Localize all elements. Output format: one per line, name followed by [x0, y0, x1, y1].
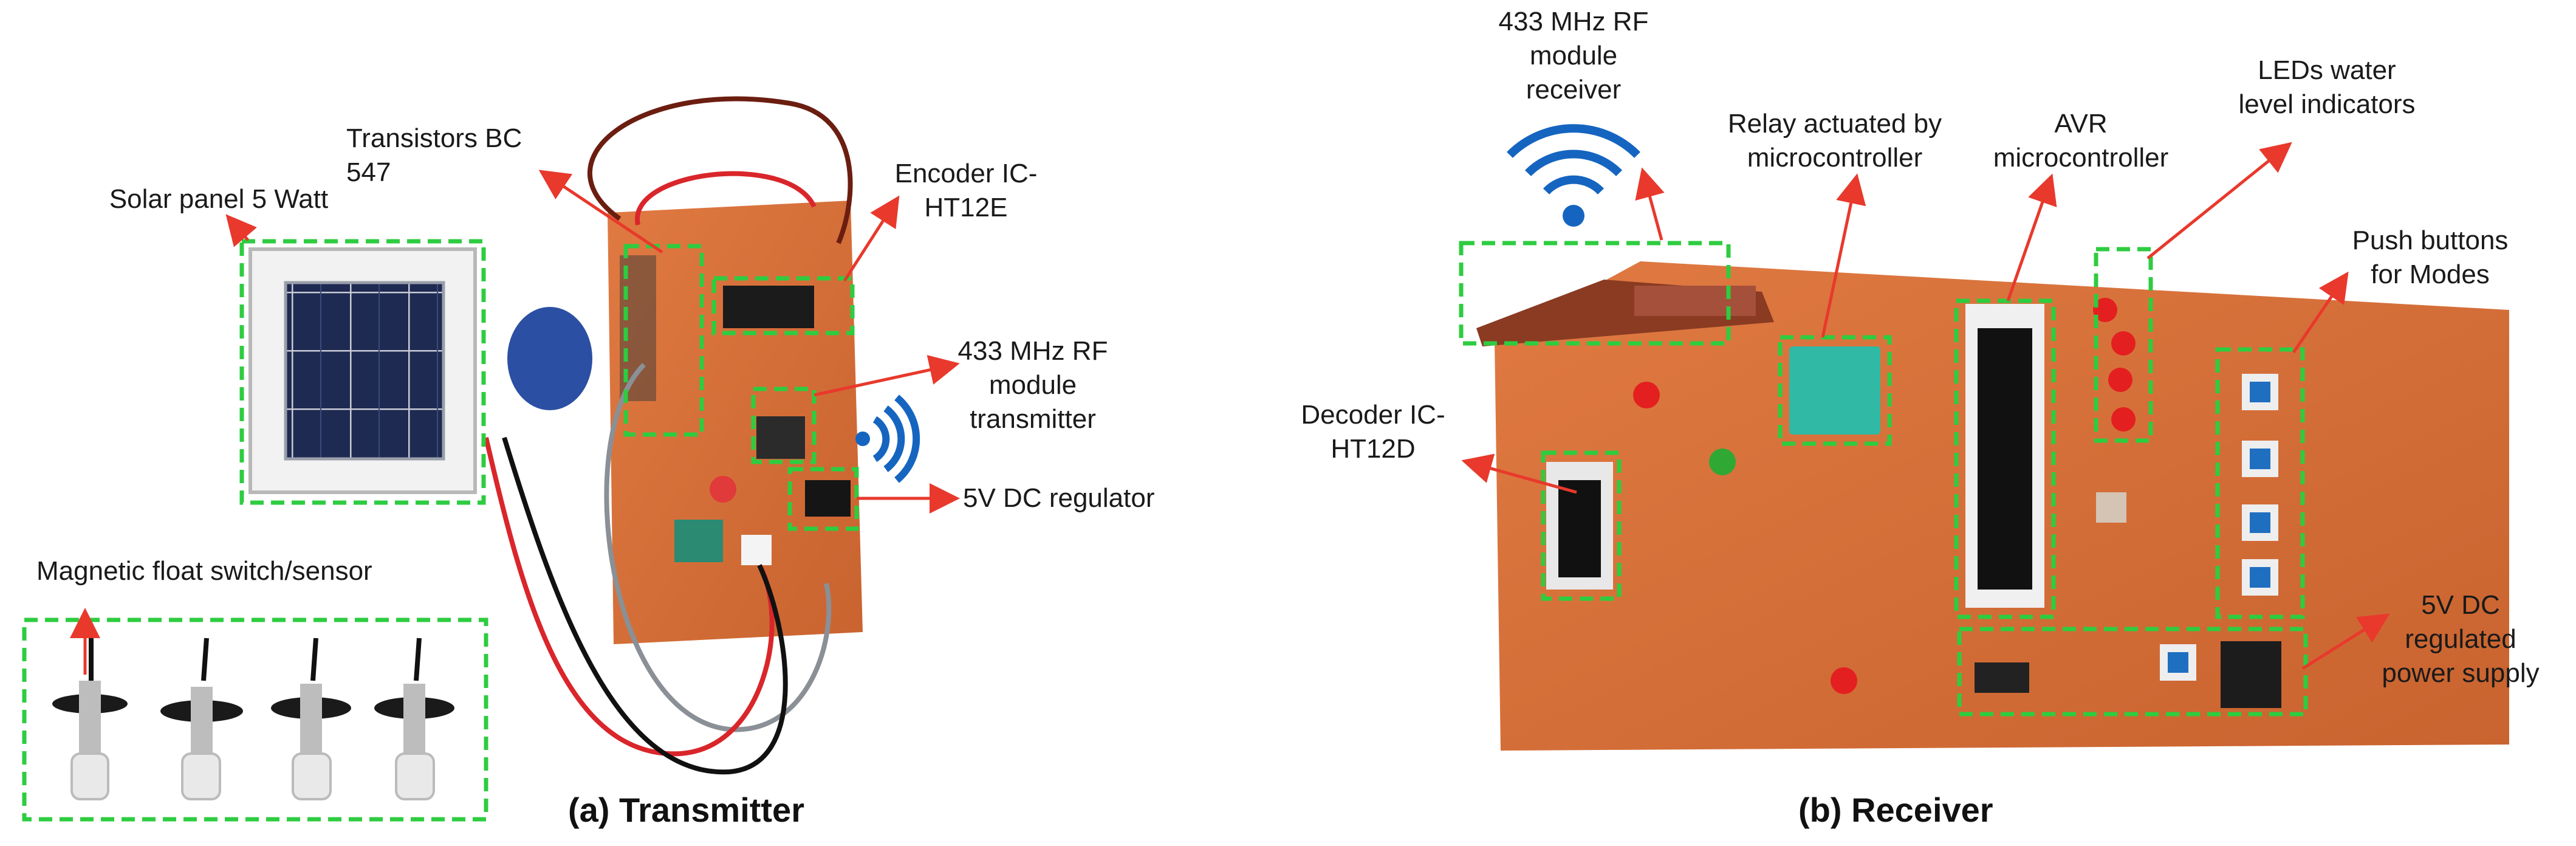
avr-box [1954, 298, 2056, 619]
regulator-label: 5V DC regulator [963, 483, 1155, 513]
avr-chip-image [1965, 304, 2044, 608]
power-supply-box [1957, 627, 2308, 717]
transistors-label: Transistors BC 547 [346, 123, 522, 187]
wifi-receive-icon [1507, 124, 1640, 227]
leds-label: LEDs water level indicators [2238, 55, 2416, 119]
green-led [1709, 449, 1736, 475]
rf-transmitter-arrow [814, 355, 960, 397]
rf-receiver-arrow [1635, 167, 1665, 241]
rf-transmitter-box [751, 387, 817, 464]
float-switch-images [52, 638, 454, 800]
solar-panel-arrow [225, 214, 258, 247]
transistors-box [623, 244, 704, 437]
encoder-box [711, 276, 855, 335]
leds-arrow [2146, 142, 2292, 260]
transmitter-wires [484, 96, 853, 775]
transmitter-photo [22, 96, 960, 822]
leds-box [2094, 247, 2153, 443]
float-switch-3 [271, 638, 351, 800]
indicator-leds [1633, 298, 2136, 694]
rf-transmitter-label: 433 MHz RF module transmitter [957, 336, 1108, 434]
avr-arrow [2006, 173, 2057, 301]
power-supply-parts [1975, 492, 2281, 708]
transistors-arrow [538, 170, 663, 254]
relay-arrow [1821, 173, 1866, 338]
regulator-box [787, 467, 859, 531]
relay-label: Relay actuated by microcontroller [1727, 109, 1942, 173]
avr-label: AVR microcontroller [1993, 109, 2169, 173]
float-switch-4 [374, 638, 454, 800]
receiver-caption: (b) Receiver [1798, 791, 1993, 829]
power-supply-label: 5V DC regulated power supply [2382, 590, 2540, 688]
rf-receiver-module [1476, 280, 1774, 346]
push-buttons [2160, 374, 2278, 681]
float-switch-label: Magnetic float switch/sensor [36, 556, 372, 586]
power-supply-arrow [2301, 613, 2390, 670]
float-switch-2 [160, 638, 243, 800]
decoder-label: Decoder IC- HT12D [1301, 400, 1445, 464]
decoder-arrow [1461, 453, 1577, 494]
receiver-photo [1459, 124, 2509, 751]
wifi-transmit-icon [855, 394, 920, 483]
transmitter-caption: (a) Transmitter [568, 791, 804, 829]
push-buttons-label: Push buttons for Modes [2352, 225, 2509, 289]
rf-receiver-box [1459, 241, 1731, 346]
rf-receiver-label: 433 MHz RF module receiver [1498, 7, 1649, 105]
relay-image [1789, 346, 1880, 435]
solar-panel-label: Solar panel 5 Watt [109, 184, 329, 214]
encoder-label: Encoder IC- HT12E [894, 159, 1038, 222]
solar-panel-image [248, 247, 477, 494]
encoder-arrow [843, 195, 900, 282]
push-buttons-arrow [2292, 271, 2349, 354]
relay-box [1778, 335, 1892, 446]
decoder-box [1541, 450, 1622, 601]
float-switch-1 [52, 638, 128, 800]
transmitter-pcb [507, 201, 863, 644]
decoder-chip-image [1546, 462, 1613, 590]
solar-panel-box [239, 239, 486, 505]
push-buttons-box [2215, 347, 2305, 619]
float-switch-box [22, 617, 488, 822]
